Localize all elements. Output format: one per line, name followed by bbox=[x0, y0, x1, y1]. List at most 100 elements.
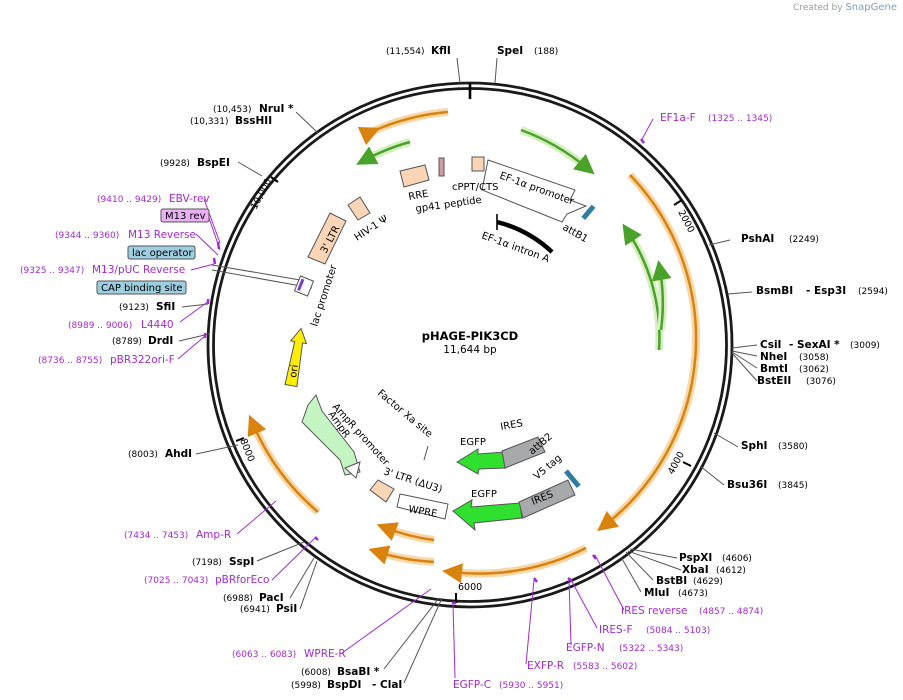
enzyme-bsu36i: Bsu36I bbox=[727, 479, 767, 491]
enzyme-sspi-pos: (7198) bbox=[192, 558, 222, 568]
enzyme-clai: - ClaI bbox=[372, 679, 402, 691]
enzyme-bsshii-pos: (10,331) bbox=[190, 117, 229, 127]
m13-rev-label: M13 rev bbox=[165, 211, 206, 222]
attb2-mark bbox=[564, 469, 581, 488]
primer-pbrforeco-pos: (7025 .. 7043) bbox=[144, 576, 208, 586]
ef1a-intron-bar bbox=[496, 219, 554, 254]
enzyme-esp3i-pos: (2594) bbox=[858, 287, 888, 297]
enzyme-sfii: SfiI bbox=[156, 301, 175, 313]
enzyme-esp3i: - Esp3I bbox=[806, 285, 846, 297]
orf-bottom bbox=[442, 546, 587, 584]
primer-egfp-c-pos: (5930 .. 5951) bbox=[499, 681, 563, 691]
enzyme-bspei: BspEI bbox=[197, 157, 230, 169]
orf-g3 bbox=[622, 223, 661, 351]
primer-exfp-r-pos: (5583 .. 5602) bbox=[573, 662, 637, 672]
lac-operator-label: lac operator bbox=[132, 248, 193, 259]
orf-g2 bbox=[356, 140, 411, 165]
lac-line-1 bbox=[211, 264, 313, 283]
primer-m13puc-reverse-pos: (9325 .. 9347) bbox=[20, 266, 84, 276]
enzyme-spei: SpeI bbox=[497, 45, 523, 57]
green-orfs bbox=[356, 126, 672, 351]
ires-lower-box bbox=[518, 479, 576, 519]
enzyme-mlui-pos: (4673) bbox=[678, 589, 708, 599]
cppt-cts-box bbox=[471, 156, 485, 172]
lac-line-2 bbox=[211, 269, 313, 289]
primer-leaders bbox=[177, 118, 654, 679]
primer-egfp-c: EGFP-C bbox=[453, 679, 491, 691]
enzyme-bsmbi: BsmBI bbox=[756, 285, 793, 297]
orf-top bbox=[357, 110, 449, 146]
enzyme-psii: PsiI bbox=[276, 603, 297, 615]
egfp-upper-arrow bbox=[456, 448, 507, 475]
wpre-box bbox=[396, 493, 449, 520]
tick-6000: 6000 bbox=[458, 582, 482, 593]
attb1-label: attB1 bbox=[561, 222, 590, 245]
enzyme-drdi: DrdI bbox=[148, 335, 173, 347]
plasmid-name: pHAGE-PIK3CD bbox=[422, 329, 518, 343]
ampr-promoter-arrow bbox=[344, 461, 361, 479]
v5-tag-label: V5 tag bbox=[532, 453, 564, 482]
primer-ires-f-pos: (5084 .. 5103) bbox=[646, 626, 710, 636]
ires-upper-box bbox=[501, 436, 546, 469]
primer-labels: EF1a-F (1325 .. 1345) (9410 .. 9429) EBV… bbox=[20, 112, 772, 691]
primer-exfp-r: EXFP-R bbox=[527, 660, 564, 672]
primer-l4440: L4440 bbox=[141, 319, 174, 331]
enzyme-xbai-pos: (4612) bbox=[716, 566, 746, 576]
ef1a-intron-label: EF-1α intron A bbox=[480, 230, 551, 265]
orf-b3 bbox=[368, 545, 435, 565]
primer-m13puc-reverse: M13/pUC Reverse bbox=[92, 264, 185, 276]
enzyme-bsteii: BstEII bbox=[757, 375, 791, 387]
enzyme-pspxi-pos: (4606) bbox=[722, 554, 752, 564]
primer-wpre-r-pos: (6063 .. 6083) bbox=[232, 650, 296, 660]
rre-label: RRE bbox=[408, 189, 430, 203]
orf-right-glow bbox=[602, 172, 701, 529]
orf-top-glow bbox=[369, 108, 449, 136]
ltr3-upper-box bbox=[307, 212, 347, 265]
orf-g1-glow bbox=[519, 126, 590, 172]
lac-operator-box bbox=[127, 245, 196, 260]
rre-box bbox=[399, 164, 430, 188]
enzyme-drdi-pos: (8789) bbox=[112, 337, 142, 347]
ampr-arrow bbox=[301, 394, 361, 476]
tick-10000: 10,000 bbox=[249, 177, 274, 212]
enzyme-pspxi: PspXI bbox=[679, 552, 712, 564]
primer-ef1a-f: EF1a-F bbox=[660, 112, 696, 124]
ori-label: ori bbox=[288, 364, 301, 378]
inner-features: EF-1α promoter attB1 EF-1α intron A cPPT… bbox=[211, 156, 596, 532]
enzyme-kfli: KflI bbox=[431, 45, 451, 57]
ltr3-lower-box bbox=[369, 479, 395, 503]
plasmid-size: 11,644 bp bbox=[443, 344, 497, 356]
ori-arrow bbox=[284, 327, 308, 388]
cap-binding-site-label: CAP binding site bbox=[101, 283, 183, 294]
primer-ebv-rev: EBV-rev bbox=[169, 193, 210, 205]
orf-left bbox=[247, 414, 319, 513]
enzyme-bmti-pos: (3062) bbox=[799, 365, 829, 375]
enzyme-bsu36i-pos: (3845) bbox=[778, 481, 808, 491]
tick-10000-mark bbox=[270, 176, 279, 183]
enzyme-bstbi-pos: (4629) bbox=[693, 577, 723, 587]
orf-g1 bbox=[520, 128, 595, 175]
factor-xa-label: Factor Xa site bbox=[375, 388, 434, 440]
gp41-box bbox=[438, 157, 445, 177]
enzyme-pshai: PshAI bbox=[741, 233, 774, 245]
primer-ires-f: IRES-F bbox=[599, 624, 633, 636]
cap-binding-site-box bbox=[96, 280, 187, 295]
enzyme-bspdi: BspDI bbox=[327, 679, 361, 691]
enzyme-sexai: - SexAI * bbox=[789, 339, 840, 351]
ef1a-promoter-arrow bbox=[481, 159, 588, 223]
primer-ires-reverse: IRES reverse bbox=[621, 605, 688, 617]
enzyme-spei-pos: (188) bbox=[534, 47, 558, 57]
enzyme-psii-pos: (6941) bbox=[240, 605, 270, 615]
factor-xa-tick bbox=[423, 445, 429, 461]
enzyme-mlui: MluI bbox=[644, 587, 669, 599]
tick-4000-mark bbox=[682, 461, 692, 467]
m13-rev-box bbox=[160, 208, 210, 223]
enzyme-xbai: XbaI bbox=[682, 564, 709, 576]
wpre-label: WPRE bbox=[407, 504, 438, 520]
enzyme-bsabi-pos: (6008) bbox=[301, 668, 331, 678]
orf-arcs bbox=[247, 108, 701, 584]
lac-cluster-stripe bbox=[297, 278, 305, 291]
primer-ebv-rev-pos: (9410 .. 9429) bbox=[97, 195, 161, 205]
enzyme-paci-pos: (6988) bbox=[223, 594, 253, 604]
